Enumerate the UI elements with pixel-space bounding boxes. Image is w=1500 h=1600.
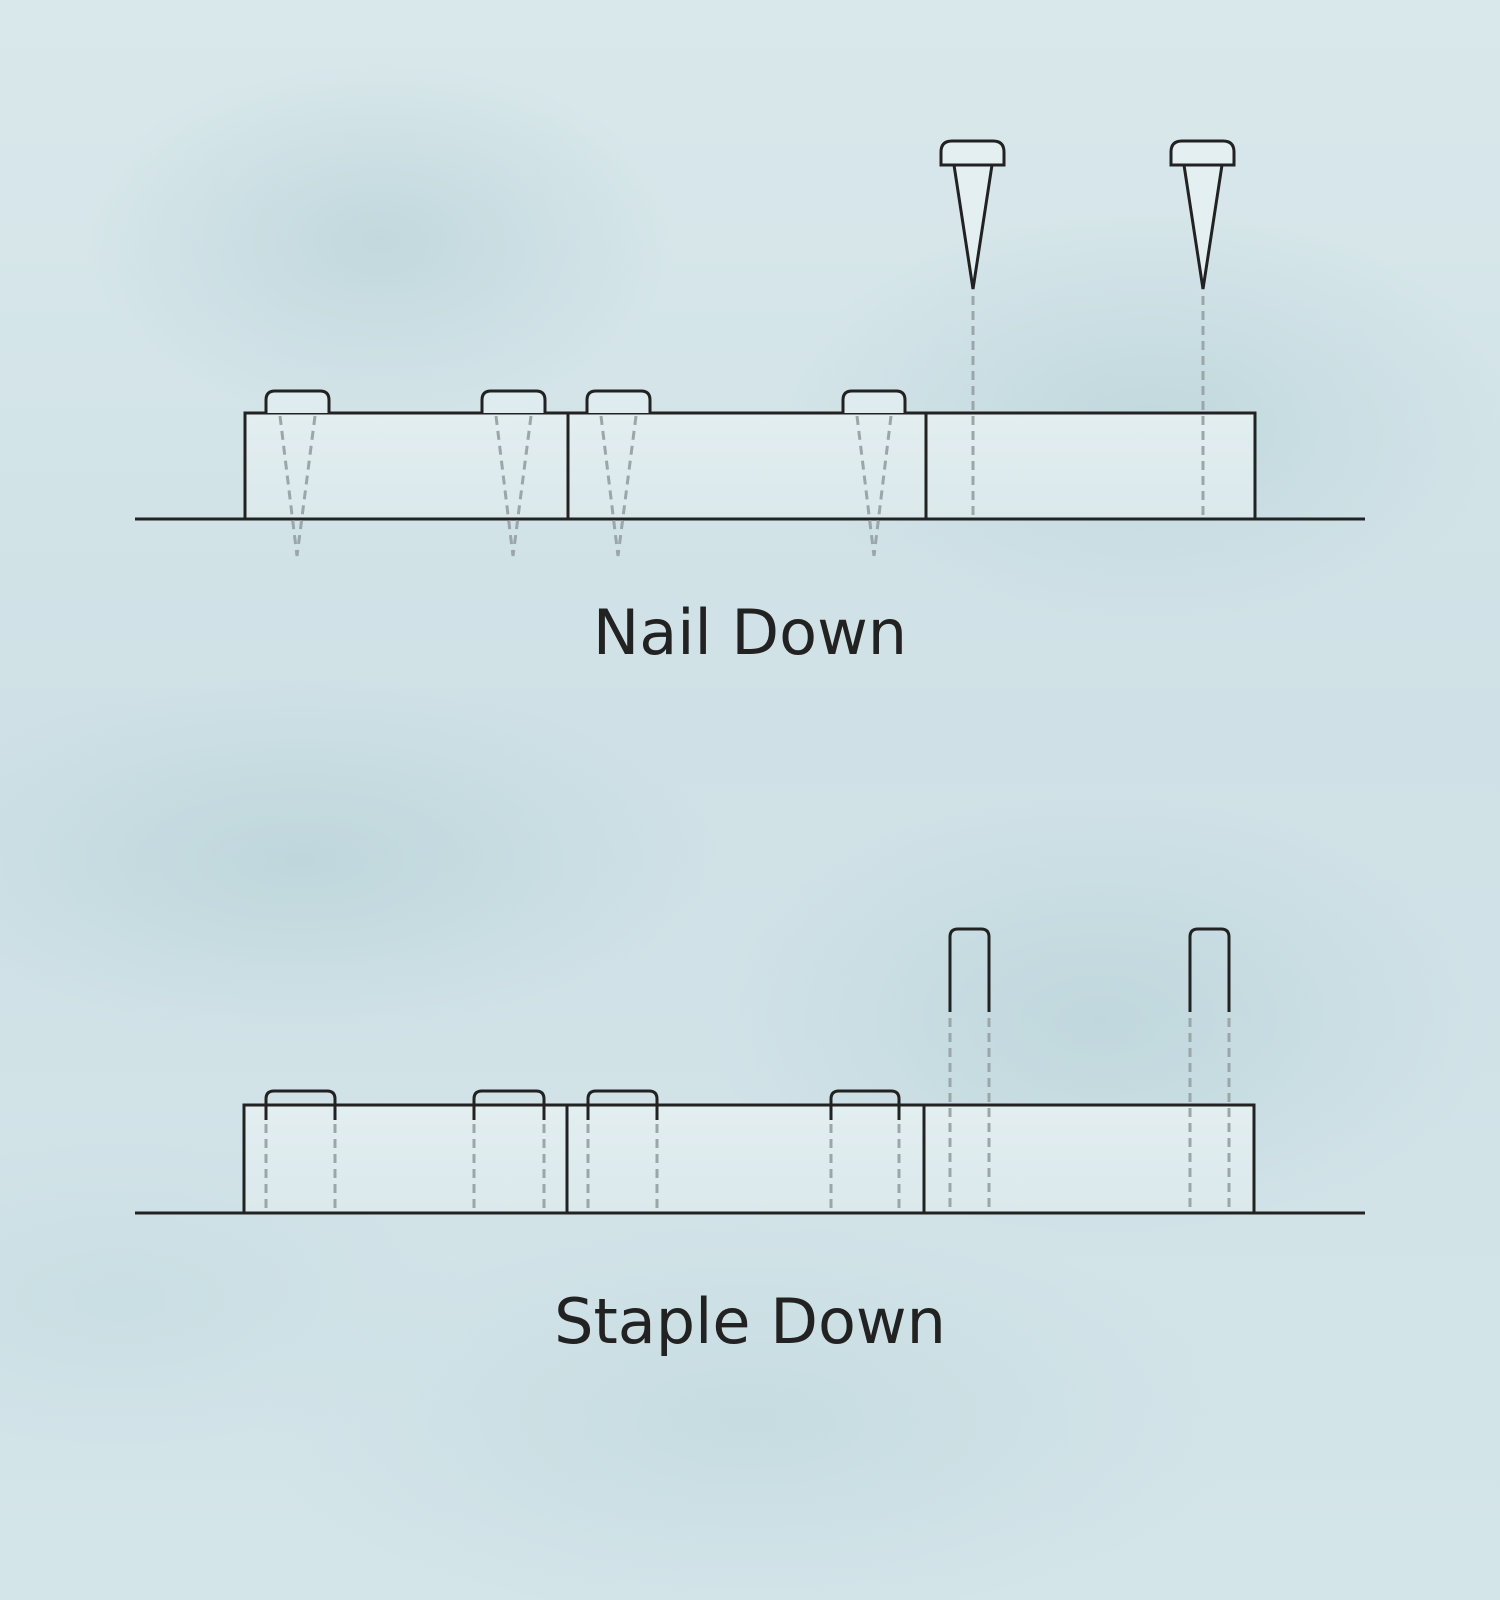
hidden-nail-shank bbox=[278, 415, 317, 557]
staple-board-3 bbox=[922, 1103, 1256, 1215]
staple-guide-lines bbox=[948, 1018, 1231, 1210]
hidden-nail-shank bbox=[599, 415, 638, 557]
driven-staples bbox=[264, 1089, 901, 1120]
nail-icon bbox=[1169, 139, 1236, 290]
staple-board-2 bbox=[565, 1103, 926, 1215]
hidden-nail-shanks bbox=[278, 415, 893, 557]
staple-board-1 bbox=[242, 1103, 569, 1215]
nail-icon bbox=[939, 139, 1006, 290]
nail-board-3 bbox=[924, 411, 1257, 521]
staple-crown-icon bbox=[472, 1089, 546, 1120]
staple-icon bbox=[948, 927, 991, 1012]
staple-down-diagram bbox=[135, 927, 1365, 1215]
nail-head-icon bbox=[841, 389, 907, 413]
nail-guide-lines bbox=[971, 296, 1205, 516]
nail-head-icon bbox=[585, 389, 652, 413]
staple-down-caption: Staple Down bbox=[554, 1285, 946, 1358]
nail-board-2 bbox=[566, 411, 928, 521]
nail-down-caption: Nail Down bbox=[592, 596, 908, 669]
nail-down-diagram bbox=[135, 139, 1365, 557]
staple-crown-icon bbox=[264, 1089, 337, 1120]
staple-crown-icon bbox=[586, 1089, 659, 1120]
hidden-nail-shank bbox=[494, 415, 533, 557]
nail-board-1 bbox=[243, 411, 570, 521]
nail-head-icon bbox=[480, 389, 547, 413]
nail-head-icon bbox=[264, 389, 331, 413]
staple-icon bbox=[1188, 927, 1231, 1012]
staple-crown-icon bbox=[829, 1089, 901, 1120]
hidden-nail-shank bbox=[855, 415, 893, 557]
